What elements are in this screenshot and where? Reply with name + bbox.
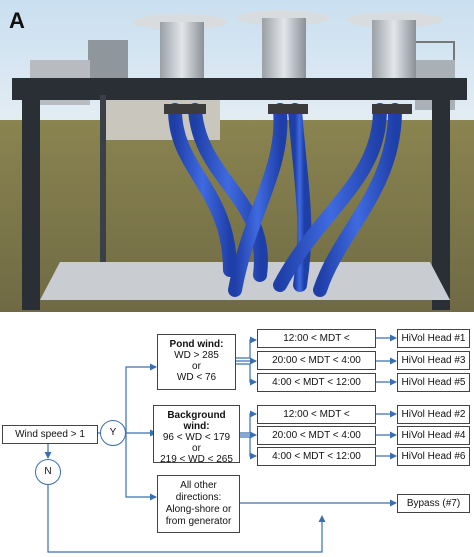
other-line2: directions: [175, 492, 222, 503]
background-head-2: HiVol Head #2 [397, 405, 470, 424]
background-head-6: HiVol Head #6 [397, 447, 470, 466]
background-wind-line3: 219 < WD < 265 [160, 454, 233, 465]
other-directions-box: All other directions: Along-shore or fro… [157, 475, 240, 533]
pond-time-3: 4:00 < MDT < 12:00 [257, 373, 376, 392]
background-wind-title: Background wind: [167, 410, 226, 432]
background-wind-box: Background wind: 96 < WD < 179 or 219 < … [153, 405, 240, 465]
pond-wind-line2: or [192, 361, 201, 372]
flow-arrows [44, 334, 397, 553]
background-wind-line2: or [192, 443, 201, 454]
sampler-head-right [347, 12, 443, 80]
bypass-box: Bypass (#7) [397, 494, 470, 513]
background-time-2: 20:00 < MDT < 4:00 [257, 426, 376, 445]
background-time-3: 4:00 < MDT < 12:00 [257, 447, 376, 466]
other-line1: All other [180, 480, 217, 491]
pond-head-1: HiVol Head #1 [397, 329, 470, 348]
start-box: Wind speed > 1 [2, 425, 98, 444]
background-head-4: HiVol Head #4 [397, 426, 470, 445]
yes-node: Y [100, 420, 126, 446]
pond-wind-box: Pond wind: WD > 285 or WD < 76 [157, 334, 236, 390]
pond-wind-line3: WD < 76 [176, 372, 217, 383]
panel-label: A [9, 8, 25, 33]
pond-wind-line1: WD > 285 [174, 350, 219, 361]
background-time-1: 12:00 < MDT < [257, 405, 376, 424]
other-line4: from generator [165, 516, 232, 527]
pond-head-3: HiVol Head #3 [397, 351, 470, 370]
sampler-photo [0, 0, 474, 312]
pond-wind-title: Pond wind: [169, 339, 224, 350]
pond-time-2: 20:00 < MDT < 4:00 [257, 351, 376, 370]
other-line3: Along-shore or [165, 504, 232, 515]
pond-head-5: HiVol Head #5 [397, 373, 470, 392]
background-wind-line1: 96 < WD < 179 [162, 432, 231, 443]
sampler-head-center [237, 10, 329, 80]
no-node: N [35, 459, 61, 485]
pond-time-1: 12:00 < MDT < [257, 329, 376, 348]
sampler-head-left [132, 14, 228, 82]
